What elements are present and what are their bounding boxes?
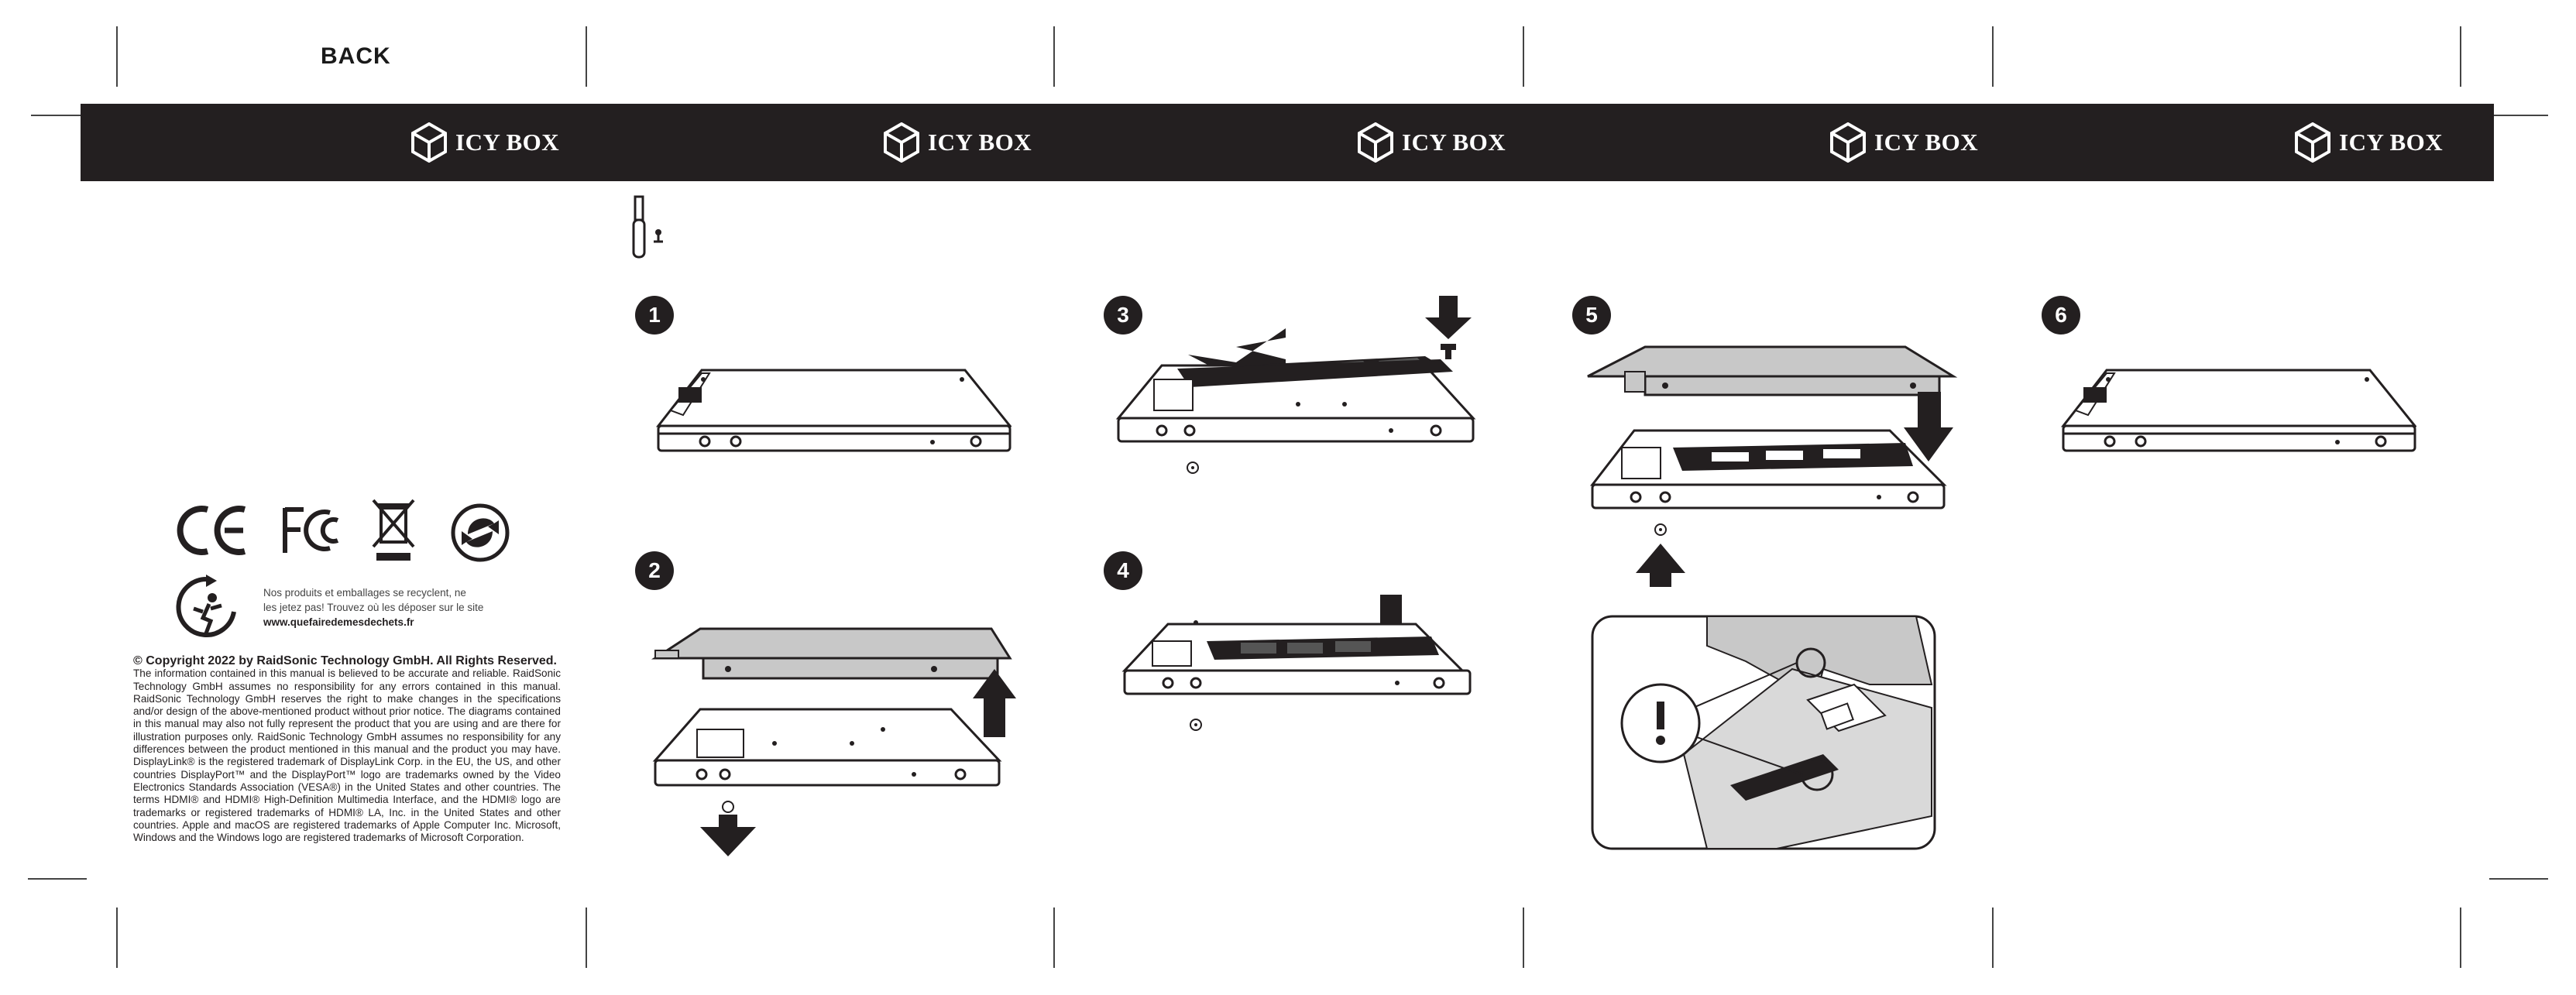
screwdriver-icon xyxy=(632,195,663,259)
alignment-warning-detail xyxy=(1591,615,1936,850)
step-number-badge: 6 xyxy=(2042,296,2080,335)
crop-mark xyxy=(2489,115,2548,116)
crop-mark xyxy=(2489,878,2548,880)
crop-mark xyxy=(1523,908,1524,968)
step-number-badge: 4 xyxy=(1104,551,1142,590)
copyright-body: The information contained in this manual… xyxy=(133,667,561,844)
crop-mark xyxy=(1992,26,1994,87)
closed-enclosure-illustration xyxy=(2060,369,2416,452)
crop-mark xyxy=(116,26,118,87)
crop-mark xyxy=(1992,908,1994,968)
brand-logo: ICY BOX xyxy=(2294,122,2443,163)
ssd-insertion-illustration xyxy=(1115,296,1476,474)
crop-mark xyxy=(1053,26,1055,87)
brand-logo: ICY BOX xyxy=(883,122,1032,163)
copyright-notice: © Copyright 2022 by RaidSonic Technology… xyxy=(133,654,561,844)
brand-name: ICY BOX xyxy=(1402,129,1506,156)
step-number-badge: 5 xyxy=(1572,296,1611,335)
recycling-url: www.quefairedemesdechets.fr xyxy=(263,616,414,628)
cube-logo-icon xyxy=(1830,122,1866,163)
back-label: BACK xyxy=(321,43,391,69)
closed-enclosure-illustration xyxy=(655,369,1012,452)
recycling-text-line: Nos produits et emballages se recyclent,… xyxy=(263,587,466,599)
brand-name: ICY BOX xyxy=(2339,129,2444,156)
recycling-notice: Nos produits et emballages se recyclent,… xyxy=(263,585,496,630)
crop-mark xyxy=(586,26,587,87)
weee-bin-icon xyxy=(372,499,415,561)
triman-icon xyxy=(176,575,236,637)
brand-name: ICY BOX xyxy=(1874,129,1979,156)
brand-logo: ICY BOX xyxy=(410,122,559,163)
crop-mark xyxy=(116,908,118,968)
green-dot-icon xyxy=(451,503,510,562)
fcc-mark-icon xyxy=(283,507,339,553)
crop-mark xyxy=(1053,908,1055,968)
cube-logo-icon xyxy=(884,122,919,163)
brand-logo: ICY BOX xyxy=(1357,122,1506,163)
crop-mark xyxy=(28,878,87,880)
ssd-fixing-illustration xyxy=(1121,595,1472,731)
brand-name: ICY BOX xyxy=(928,129,1032,156)
brand-logo: ICY BOX xyxy=(1829,122,1978,163)
cube-logo-icon xyxy=(411,122,447,163)
step-number-badge: 1 xyxy=(635,296,674,335)
brand-name: ICY BOX xyxy=(455,129,560,156)
lid-closing-illustration xyxy=(1587,345,1958,587)
lid-removal-illustration xyxy=(651,627,1016,856)
step-number-badge: 2 xyxy=(635,551,674,590)
copyright-heading: © Copyright 2022 by RaidSonic Technology… xyxy=(133,654,557,667)
crop-mark xyxy=(1523,26,1524,87)
crop-mark xyxy=(586,908,587,968)
ce-mark-icon xyxy=(177,506,246,555)
recycling-text-line: les jetez pas! Trouvez où les déposer su… xyxy=(263,602,484,613)
crop-mark xyxy=(2460,908,2461,968)
cube-logo-icon xyxy=(1358,122,1393,163)
step-number-badge: 3 xyxy=(1104,296,1142,335)
crop-mark xyxy=(2460,26,2461,87)
crop-mark xyxy=(31,115,90,116)
brand-band: ICY BOX ICY BOX ICY BOX ICY BOX ICY xyxy=(81,104,2494,181)
cube-logo-icon xyxy=(2295,122,2330,163)
